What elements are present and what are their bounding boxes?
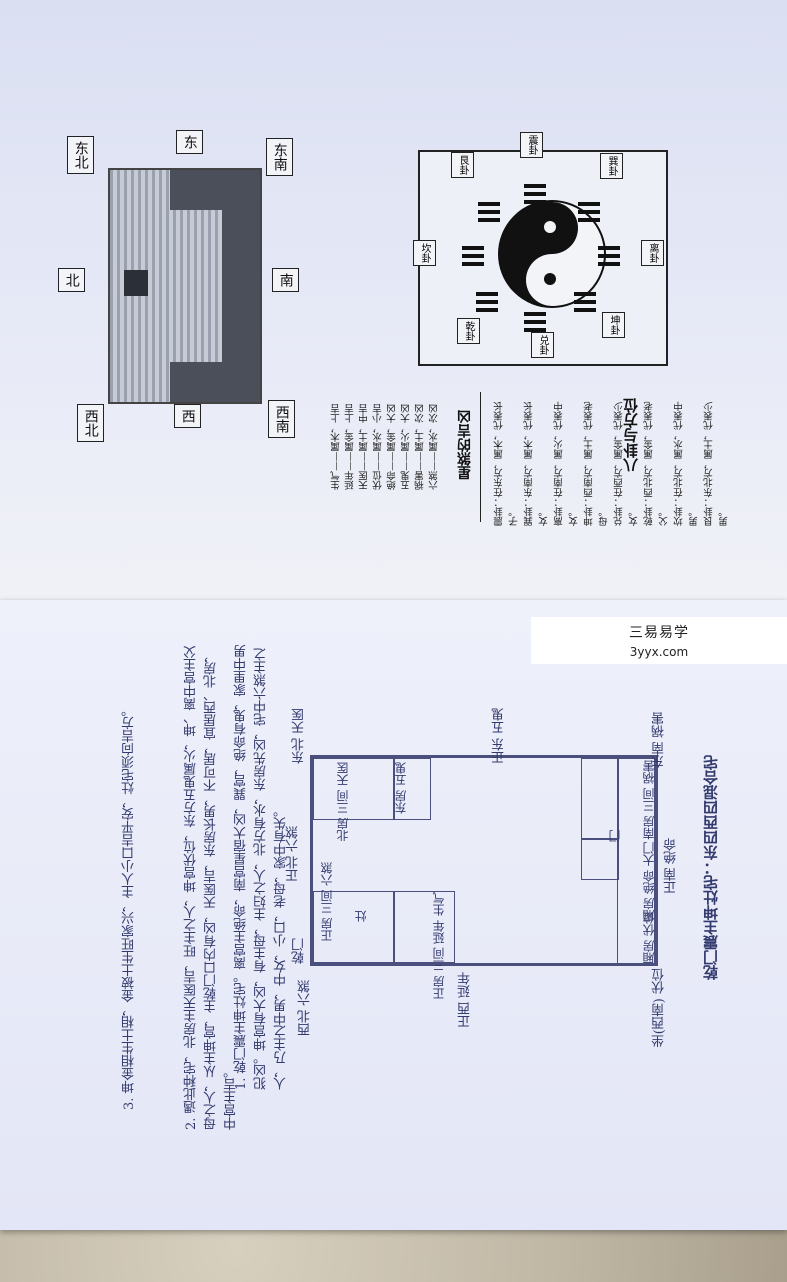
plan-room — [617, 758, 655, 965]
compass-label-dongbei: 东北 — [67, 136, 94, 174]
star-line: 伏位——属水，小吉 — [373, 403, 384, 490]
plan-direction-label: 东北 天医 — [292, 708, 307, 765]
bagua-label-kan: 坎卦 — [413, 240, 436, 266]
plan-direction-label: 坐(西南) 伏位 — [652, 968, 667, 1048]
star-line: 祸害——属土，次凶 — [415, 403, 426, 490]
star-line: 六煞——属水，次凶 — [429, 403, 440, 490]
bagua-label-kun: 坤卦 — [602, 312, 625, 338]
bagua-line: 坤卦：西南方，属土，代表老母。 — [584, 401, 610, 526]
bagua-label-dui: 兑卦 — [531, 332, 554, 358]
plan-room-label: 正房 三间 六煞 — [320, 862, 334, 942]
yin-yang-dot-icon — [544, 221, 556, 233]
countertop-background — [0, 1225, 787, 1282]
house-floor-plan — [310, 755, 658, 966]
trigram-icon — [524, 310, 546, 332]
bagua-label-li: 离卦 — [641, 240, 664, 266]
plan-gate-label: 乾门 — [292, 938, 307, 964]
plan-room — [581, 758, 619, 840]
compass-label-xinan: 西南 — [268, 400, 295, 438]
star-line: 生气——属木，上吉 — [331, 403, 342, 490]
compass-label-dong: 东 — [176, 130, 203, 154]
star-line: 绝命——属金，大凶 — [387, 403, 398, 490]
bagua-label-zhen: 震卦 — [520, 132, 543, 158]
plan-direction-label: 正西 延年 — [458, 972, 473, 1029]
star-description-list: 生气——属木，上吉 延年——属金，上吉 天医——属土，中吉 伏位——属水，小吉 … — [330, 390, 442, 490]
section-divider — [480, 392, 481, 522]
plan-room-label: 厢房 伏位 — [642, 912, 656, 964]
trigram-icon — [478, 200, 500, 222]
trigram-icon — [598, 244, 620, 266]
bagua-line: 艮卦：东北方，属土，代表少男。 — [704, 401, 730, 526]
plan-room — [313, 891, 395, 963]
trigram-icon — [476, 290, 498, 312]
plan-direction-label: 正南 绝命 — [664, 838, 679, 895]
star-line: 延年——属金，上吉 — [345, 403, 356, 490]
plan-room-label: 灶 — [354, 910, 368, 922]
plan-title: 乾门震主坤灶宅：东四西四混合宅 — [702, 755, 720, 980]
bagua-description-list: 震卦：在东方，属木，代表长子。 巽卦：东南方，属木，代表长女。 离卦：在南方，属… — [492, 390, 732, 526]
top-page: 东南 东 东北 南 北 西南 西 西北 震卦 巽卦 离卦 坤卦 兑卦 乾卦 坎卦… — [0, 0, 787, 612]
bagua-line: 兑卦：在西方，属金，代表少女。 — [614, 401, 640, 526]
plan-room-label: 正房 三间 延年 生气 — [432, 892, 446, 1000]
star-line: 天医——属土，中吉 — [359, 403, 370, 490]
plan-room — [393, 891, 455, 963]
plan-door-label: 门 — [608, 830, 622, 842]
courtyard-house-illustration — [108, 168, 262, 404]
compass-label-xibei: 西北 — [77, 404, 104, 442]
plan-room — [393, 758, 431, 820]
note-2: 2. 遇此种宅，北房主天医吉，旺主之人，坤宫伏位，东方五鬼属火，坤、离中宫主父母… — [184, 645, 239, 1130]
compass-label-bei: 北 — [58, 268, 85, 292]
bagua-label-qian: 乾卦 — [457, 318, 480, 344]
note-3: 3. 坤金相生土相，金被土生旺家兴，主人小口吉平安，灶宅须向吉方。 — [122, 703, 137, 1110]
plan-room-label: 北房 三间 天医 — [336, 762, 350, 842]
star-line: 五鬼——属火，大凶 — [401, 403, 412, 490]
bagua-line: 离卦：在南方，属火，代表中女。 — [554, 401, 580, 526]
star-title: 星煞的吉凶 — [457, 410, 473, 480]
plan-room — [313, 758, 395, 820]
plan-direction-label: 东南 祸害 — [652, 712, 667, 769]
site-watermark: 三易易学 3yyx.com — [531, 617, 787, 664]
bagua-label-gen: 艮卦 — [451, 152, 474, 178]
trigram-icon — [574, 290, 596, 312]
plan-room-label: 厢房 绝命 大门 — [642, 842, 656, 922]
plan-room-label: 南房 三间 祸害 — [642, 760, 656, 840]
plan-direction-label: 西北 六煞 — [298, 980, 313, 1037]
bagua-label-xun: 巽卦 — [600, 153, 623, 179]
trigram-icon — [578, 200, 600, 222]
plan-room — [581, 838, 619, 880]
trigram-icon — [524, 182, 546, 204]
watermark-line2: 3yyx.com — [629, 645, 689, 659]
bagua-line: 坎卦：在北方，属水，代表中男。 — [674, 401, 700, 526]
compass-label-dongnan: 东南 — [266, 138, 293, 176]
bagua-line: 乾卦：西北方，属金，代表老父。 — [644, 401, 670, 526]
yin-yang-dot-icon — [544, 273, 556, 285]
bagua-line: 震卦：在东方，属木，代表长子。 — [494, 401, 520, 526]
compass-label-xi: 西 — [174, 404, 201, 428]
watermark-line1: 三易易学 — [629, 625, 689, 641]
plan-direction-label: 正东 五鬼 — [492, 708, 507, 765]
trigram-icon — [462, 244, 484, 266]
plan-room-label: 东房 五鬼 — [394, 762, 408, 814]
compass-label-nan: 南 — [272, 268, 299, 292]
bagua-line: 巽卦：东南方，属木，代表长女。 — [524, 401, 550, 526]
